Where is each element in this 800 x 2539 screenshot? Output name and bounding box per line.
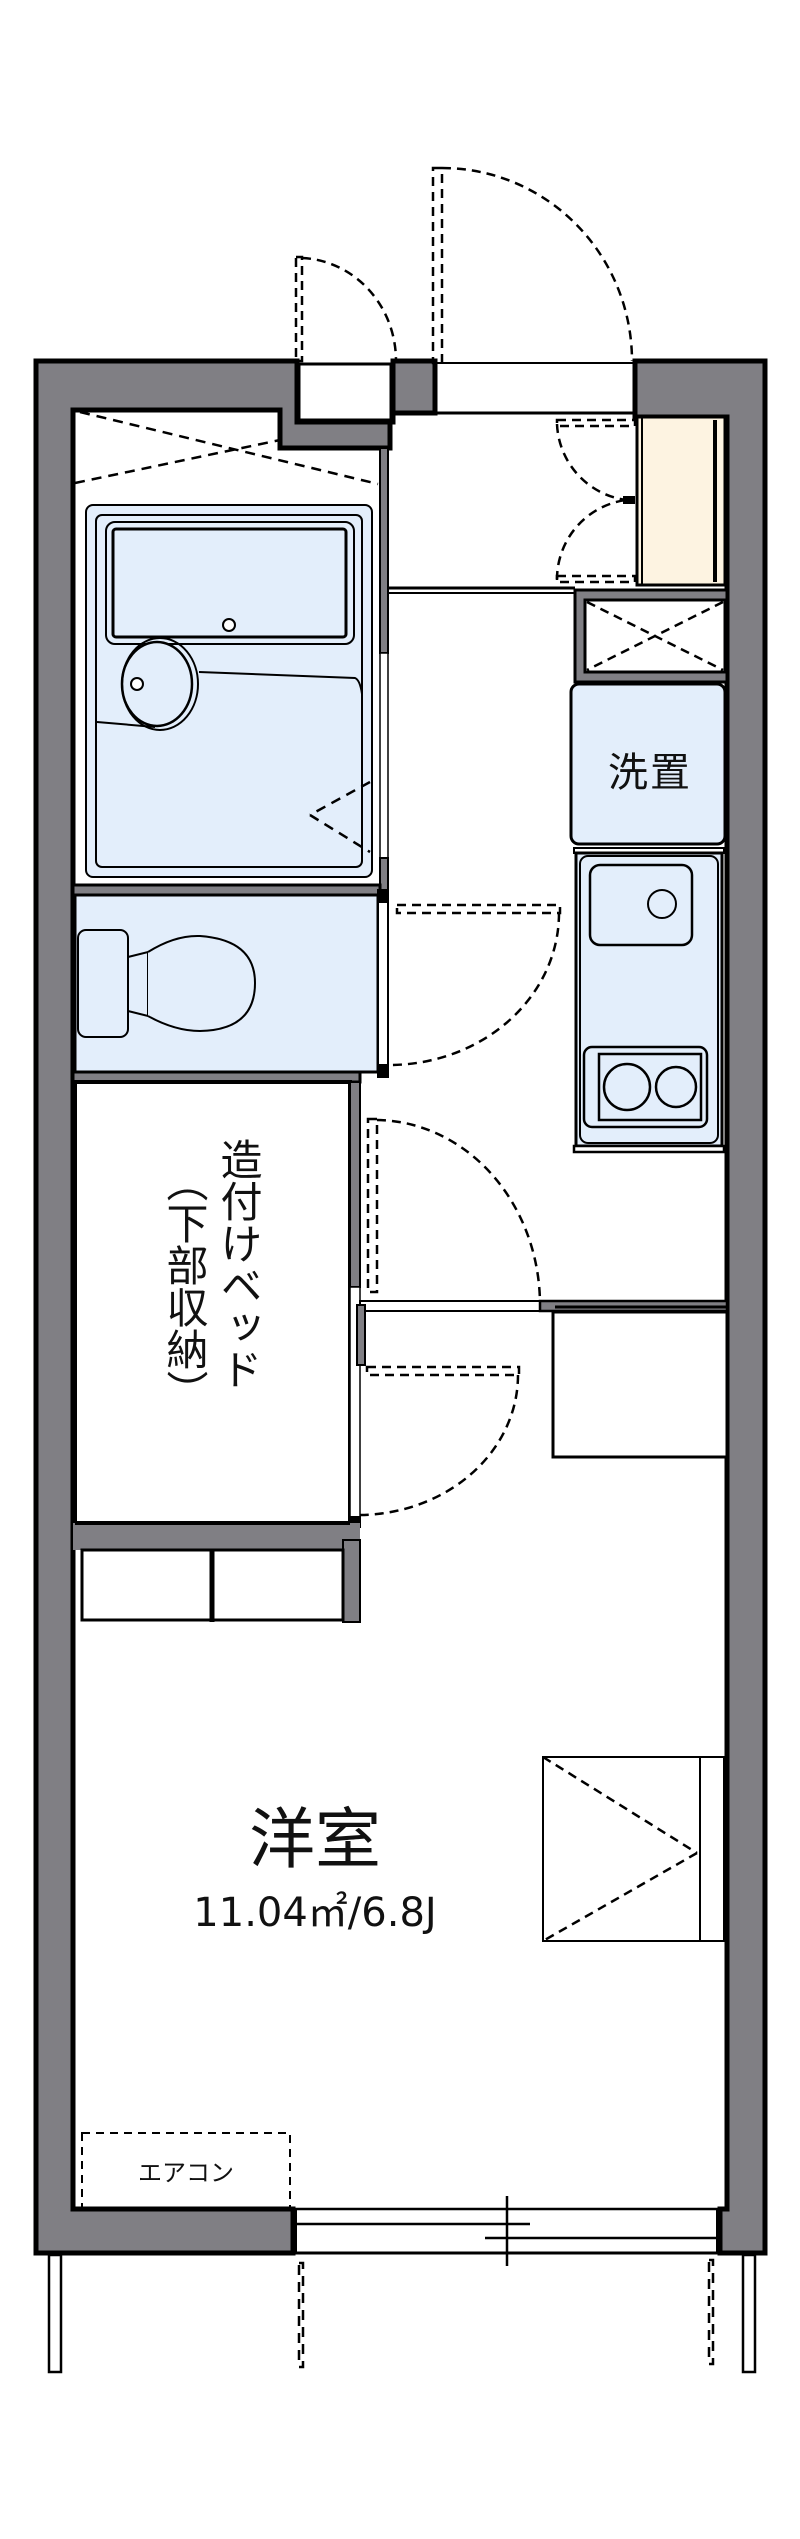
bathroom [71, 410, 389, 897]
built-in-bed [73, 1080, 542, 1528]
built-in-bed-note: （下部収納） [160, 1160, 209, 1412]
room-area-western: 11.04㎡/6.8J [193, 1890, 437, 1936]
meter-box [573, 588, 729, 684]
sink [588, 863, 694, 947]
kitchen-partition [356, 1299, 729, 1459]
washer-space-label: 洗置 [608, 750, 692, 796]
aircon-label: エアコン [138, 2159, 234, 2187]
closet [542, 1755, 725, 1943]
room-name-western: 洋室 [249, 1801, 381, 1878]
washer-space [569, 682, 727, 846]
storage-shelves [73, 1521, 361, 1623]
entrance [388, 362, 727, 594]
kitchen-counter [572, 847, 726, 1154]
toilet-room [71, 889, 562, 1084]
shoe-cabinet [635, 415, 727, 587]
toilet-tank [77, 929, 129, 1038]
front-door-swing [294, 166, 634, 365]
balcony-window [47, 2196, 757, 2374]
aircon-area [81, 2132, 291, 2210]
built-in-bed-label: 造付けベッド [214, 1138, 263, 1390]
